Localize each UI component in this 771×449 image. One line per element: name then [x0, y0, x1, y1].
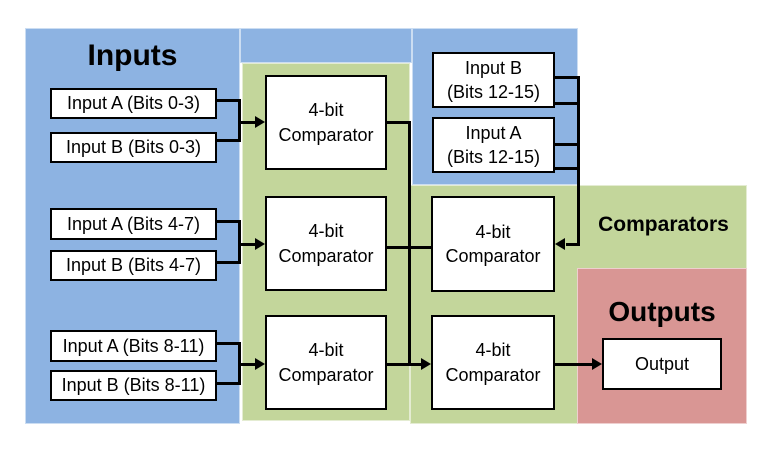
- input-b-bits-4-7-label: Input B (Bits 4-7): [65, 255, 202, 276]
- wire-input-b-12-15-stub-bottom: [553, 102, 580, 105]
- wire-input-a-0-3-stub: [217, 99, 241, 102]
- comparator-line2: Comparator: [445, 246, 541, 266]
- input-a-bits-4-7-label: Input A (Bits 4-7): [66, 213, 201, 234]
- comparator-box-bits-4-7: 4-bit Comparator: [265, 196, 387, 291]
- input-a-bits-12-15-box: Input A (Bits 12-15): [432, 117, 555, 173]
- wire-input-b-4-7-stub: [217, 261, 241, 264]
- comparator-box-stage2-bottom: 4-bit Comparator: [431, 315, 555, 410]
- wire-row1-to-comparator: [241, 121, 257, 124]
- input-a-bits-8-11-label: Input A (Bits 8-11): [62, 335, 205, 356]
- wire-input-a-8-11-stub: [217, 342, 241, 345]
- input-a-bits-12-15-line1: Input A: [465, 122, 522, 143]
- input-b-bits-12-15-box: Input B (Bits 12-15): [432, 52, 555, 108]
- input-b-bits-12-15-line1: Input B: [464, 57, 523, 78]
- input-a-bits-12-15-line2: (Bits 12-15): [446, 147, 541, 167]
- arrowhead-into-output-box: [592, 358, 602, 370]
- input-a-bits-0-3-label: Input A (Bits 0-3): [66, 93, 201, 114]
- wire-comparator-4-7-to-stage2-top: [387, 246, 431, 249]
- input-b-bits-0-3-label: Input B (Bits 0-3): [65, 137, 202, 158]
- wire-input-b-12-15-stub-top: [553, 76, 580, 79]
- inputs-region-top-middle: [240, 28, 412, 63]
- input-b-bits-0-3-box: Input B (Bits 0-3): [50, 132, 217, 163]
- input-a-bits-8-11-box: Input A (Bits 8-11): [50, 330, 217, 362]
- comparator-line2: Comparator: [278, 124, 374, 145]
- wire-row3-to-comparator: [241, 363, 257, 366]
- wire-row2-bracket-vertical: [238, 220, 241, 264]
- wire-comparator-0-3-output: [387, 121, 411, 124]
- wire-input-b-0-3-stub: [217, 139, 241, 142]
- input-a-bits-4-7-box: Input A (Bits 4-7): [50, 208, 217, 240]
- wire-input-a-12-15-stub-bottom: [553, 167, 580, 170]
- wire-stage2-bottom-to-output: [555, 363, 593, 366]
- arrowhead-into-comparator-4-7: [255, 238, 265, 250]
- comparator-line1: 4-bit: [308, 221, 344, 242]
- output-label: Output: [634, 353, 690, 374]
- comparators-title: Comparators: [598, 213, 729, 236]
- arrowhead-into-comparator-8-11: [255, 358, 265, 370]
- comparator-box-stage2-top: 4-bit Comparator: [431, 196, 555, 292]
- comparator-box-bits-8-11: 4-bit Comparator: [265, 315, 387, 410]
- wire-row2-to-comparator: [241, 243, 257, 246]
- input-b-bits-8-11-box: Input B (Bits 8-11): [50, 370, 217, 401]
- comparator-line2: Comparator: [278, 245, 374, 266]
- arrowhead-into-comparator-0-3: [255, 116, 265, 128]
- wire-comparator-8-11-to-stage2-bottom: [387, 363, 423, 366]
- input-b-bits-4-7-box: Input B (Bits 4-7): [50, 250, 217, 281]
- wire-row1-bracket-vertical: [238, 99, 241, 142]
- arrowhead-into-stage2-top-comparator: [555, 238, 565, 250]
- wire-12-15-vertical-drop: [577, 76, 580, 246]
- output-box: Output: [602, 338, 722, 390]
- wire-input-b-8-11-stub: [217, 382, 241, 385]
- inputs-title: Inputs: [87, 39, 178, 72]
- wire-vertical-bus: [408, 121, 411, 366]
- wire-row3-bracket-vertical: [238, 342, 241, 385]
- comparator-line1: 4-bit: [308, 100, 344, 121]
- input-b-bits-8-11-label: Input B (Bits 8-11): [61, 375, 206, 396]
- input-a-bits-0-3-box: Input A (Bits 0-3): [50, 88, 217, 119]
- comparator-line1: 4-bit: [475, 221, 511, 242]
- wire-input-a-12-15-stub-top: [553, 143, 580, 146]
- comparator-line2: Comparator: [278, 364, 374, 385]
- comparator-line2: Comparator: [445, 364, 541, 385]
- outputs-title: Outputs: [608, 296, 716, 327]
- comparator-box-bits-0-3: 4-bit Comparator: [265, 75, 387, 170]
- wire-input-a-4-7-stub: [217, 220, 241, 223]
- comparator-line1: 4-bit: [308, 340, 344, 361]
- comparator-line1: 4-bit: [475, 340, 511, 361]
- arrowhead-into-stage2-bottom-comparator: [421, 358, 431, 370]
- input-b-bits-12-15-line2: (Bits 12-15): [446, 82, 541, 102]
- wire-12-15-to-stage2-top: [566, 243, 580, 246]
